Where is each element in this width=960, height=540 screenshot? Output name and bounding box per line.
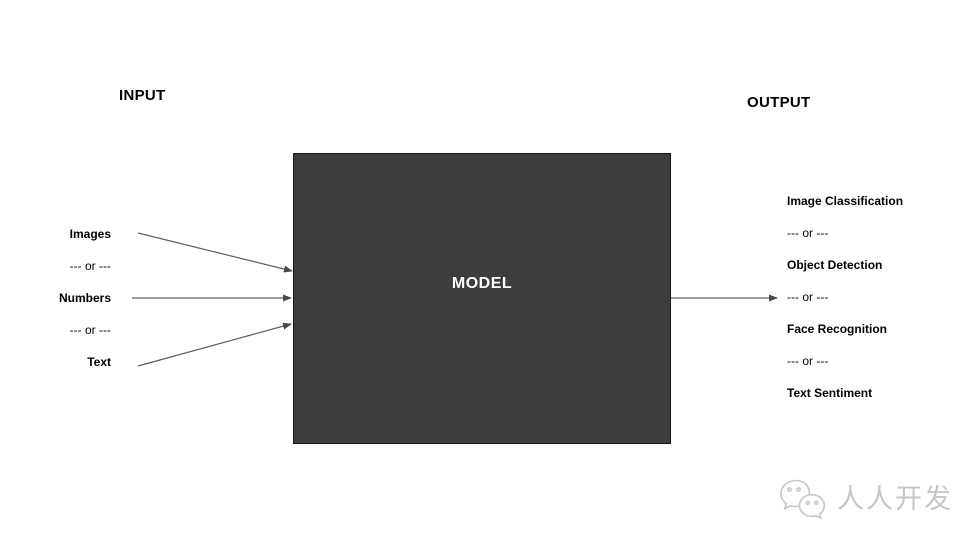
- model-label: MODEL: [451, 275, 513, 292]
- or-separator: --- or ---: [787, 354, 829, 368]
- model-box: MODEL: [293, 153, 671, 444]
- output-item-object-detection: Object Detection: [787, 258, 883, 272]
- output-item-face-recognition: Face Recognition: [787, 322, 888, 336]
- watermark-text: 人人开发: [837, 484, 953, 514]
- output-item-image-classification: Image Classification: [787, 194, 904, 208]
- or-separator: --- or ---: [69, 259, 111, 273]
- arrow-images-to-model: [137, 232, 293, 273]
- or-separator: --- or ---: [69, 323, 111, 337]
- arrow-text-to-model: [137, 322, 292, 367]
- output-heading: OUTPUT: [747, 94, 811, 111]
- watermark: 人人开发: [775, 477, 953, 521]
- input-heading: INPUT: [119, 87, 166, 104]
- wechat-bubbles-icon: [780, 479, 826, 520]
- input-item-images: Images: [69, 227, 111, 241]
- input-item-text: Text: [87, 355, 111, 369]
- output-item-text-sentiment: Text Sentiment: [787, 386, 873, 400]
- or-separator: --- or ---: [787, 226, 829, 240]
- input-item-numbers: Numbers: [58, 291, 111, 305]
- input-list: Images --- or --- Numbers --- or --- Tex…: [21, 218, 111, 378]
- or-separator: --- or ---: [787, 290, 829, 304]
- output-list: Image Classification --- or --- Object D…: [787, 185, 957, 409]
